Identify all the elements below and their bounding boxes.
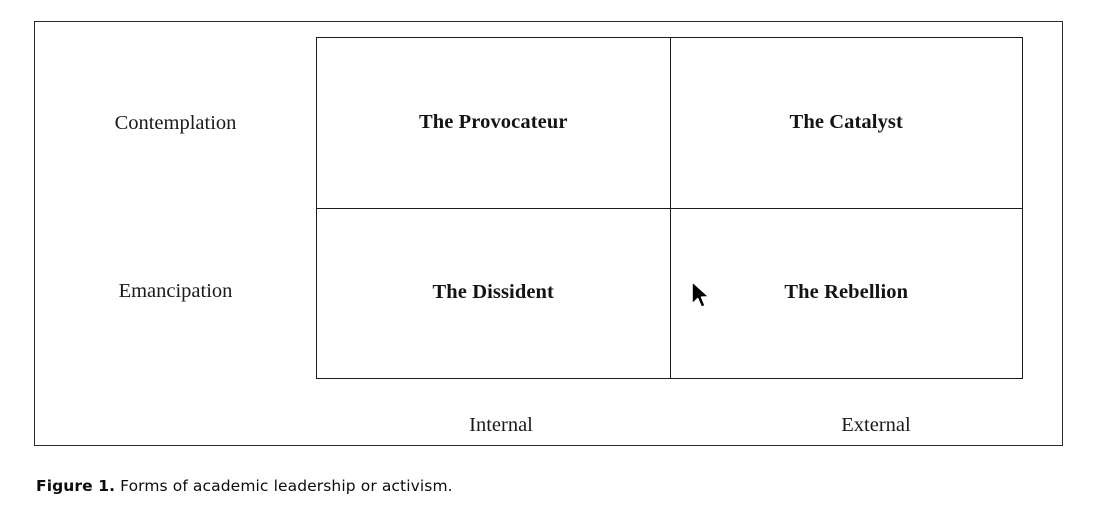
quadrant-cell-catalyst[interactable]: The Catalyst [669, 38, 1022, 208]
figure-frame: Contemplation Emancipation The Provocate… [34, 21, 1063, 446]
quadrant-label-dissident: The Dissident [432, 281, 554, 303]
quadrant-label-rebellion: The Rebellion [784, 281, 909, 303]
figure-caption: Figure 1. Forms of academic leadership o… [36, 477, 453, 496]
column-label-internal: Internal [469, 414, 533, 436]
row-label-contemplation: Contemplation [114, 112, 237, 134]
row-label-emancipation: Emancipation [118, 280, 233, 302]
column-label-external: External [841, 414, 911, 436]
figure-caption-text: Forms of academic leadership or activism… [120, 477, 453, 495]
quadrant-label-provocateur: The Provocateur [418, 110, 568, 133]
quadrant-grid: The Provocateur The Catalyst The Disside… [316, 37, 1023, 379]
quadrant-label-catalyst: The Catalyst [789, 110, 903, 133]
quadrant-cell-dissident[interactable]: The Dissident [317, 208, 670, 378]
quadrant-cell-provocateur[interactable]: The Provocateur [317, 38, 670, 208]
figure-caption-label: Figure 1. [36, 477, 116, 495]
quadrant-cell-rebellion[interactable]: The Rebellion [669, 208, 1022, 378]
